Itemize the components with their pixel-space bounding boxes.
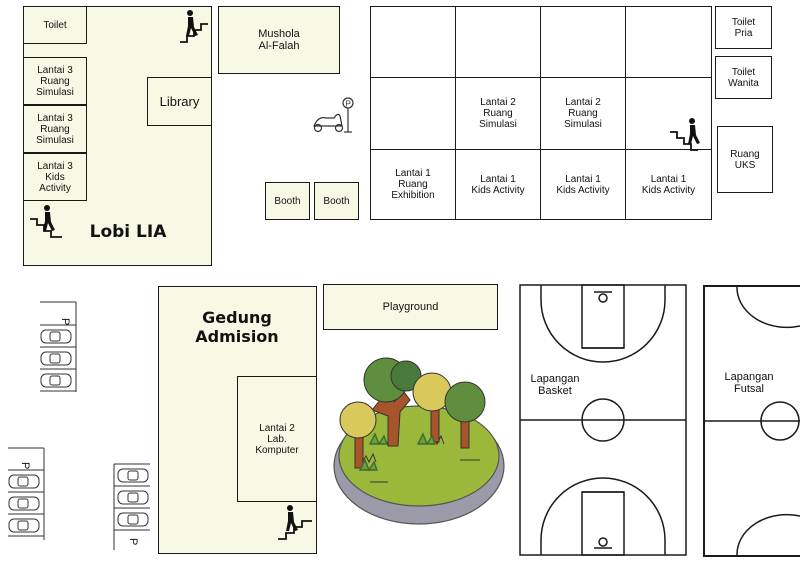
car-icon xyxy=(8,496,40,511)
garden-area xyxy=(333,357,505,525)
car-icon xyxy=(40,351,72,366)
car-icon xyxy=(117,468,149,483)
lantai2-lab-komputer-room: Lantai 2 Lab. Komputer xyxy=(237,376,317,502)
tree-icon xyxy=(363,357,422,447)
toilet-wanita-room: Toilet Wanita xyxy=(715,56,772,99)
stairs-icon xyxy=(30,205,62,238)
room-r1c4 xyxy=(625,6,712,78)
lapangan-basket-label: Lapangan Basket xyxy=(530,373,580,397)
toilet-pria-room: Toilet Pria xyxy=(715,6,772,49)
stairs-icon xyxy=(278,505,312,540)
lantai1-kids-activity-room-c: Lantai 1 Kids Activity xyxy=(625,149,712,220)
parking-lot-2 xyxy=(8,447,45,540)
booth-a: Booth xyxy=(265,182,310,220)
car-icon xyxy=(8,474,40,489)
toilet-room: Toilet xyxy=(23,6,87,44)
car-icon xyxy=(117,490,149,505)
parking-lot-3 xyxy=(113,463,150,550)
futsal-court xyxy=(703,285,800,557)
mushola-room: Mushola Al-Falah xyxy=(218,6,340,74)
lapangan-futsal-label: Lapangan Futsal xyxy=(724,371,774,395)
lantai1-kids-activity-room-b: Lantai 1 Kids Activity xyxy=(540,149,626,220)
parking-sign-2: P xyxy=(19,462,31,469)
gedung-admision-label: Gedung Admision xyxy=(195,308,279,346)
tree-icon xyxy=(444,381,486,449)
lantai1-ruang-exhibition-room: Lantai 1 Ruang Exhibition xyxy=(370,149,456,220)
parking-lot-1 xyxy=(40,301,77,392)
car-icon xyxy=(117,512,149,527)
ruang-uks-room: Ruang UKS xyxy=(717,126,773,193)
room-r2c1 xyxy=(370,77,456,150)
lantai3-ruang-simulasi-room-a: Lantai 3 Ruang Simulasi xyxy=(23,57,87,105)
basketball-court xyxy=(519,284,687,556)
svg-text:P: P xyxy=(346,100,351,109)
lantai3-ruang-simulasi-room-b: Lantai 3 Ruang Simulasi xyxy=(23,105,87,153)
booth-b: Booth xyxy=(314,182,359,220)
playground-area: Playground xyxy=(323,284,498,330)
lantai3-kids-activity-room: Lantai 3 Kids Activity xyxy=(23,153,87,201)
lantai2-ruang-simulasi-room-a: Lantai 2 Ruang Simulasi xyxy=(455,77,541,150)
parking-sign-3: P xyxy=(127,538,139,545)
car-icon xyxy=(8,518,40,533)
parking-sign-1: P xyxy=(59,318,71,325)
car-icon xyxy=(40,373,72,388)
lobi-lia-label: Lobi LIA xyxy=(89,222,167,242)
library-room: Library xyxy=(147,77,212,126)
stairs-icon xyxy=(670,118,700,151)
tree-icon xyxy=(339,401,377,469)
stairs-icon xyxy=(180,10,208,43)
motorcycle-parking-icon: P xyxy=(313,97,354,133)
car-icon xyxy=(40,329,72,344)
